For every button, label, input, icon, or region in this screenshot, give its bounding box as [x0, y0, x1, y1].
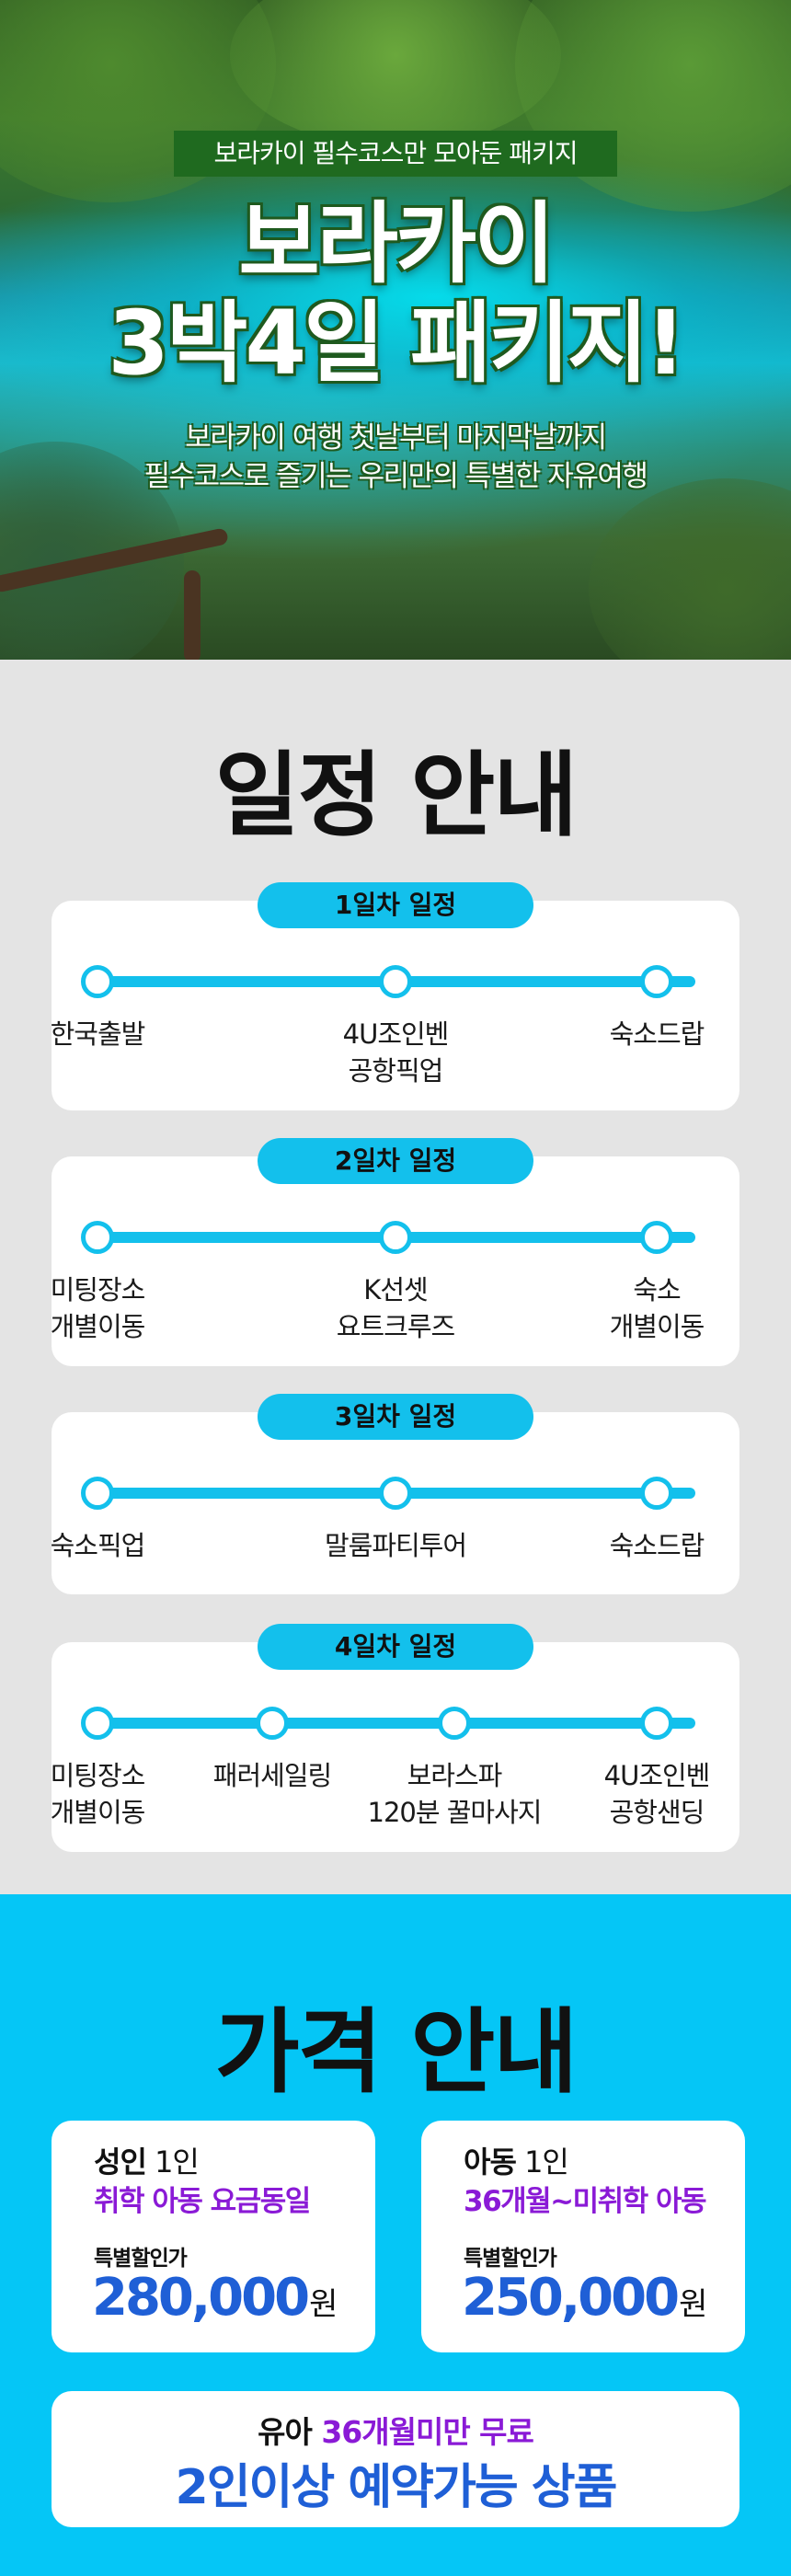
- day-card: 2일차 일정 미팅장소 개별이동 K선셋 요트크루즈 숙소 개별이동: [51, 1138, 739, 1366]
- ticket-count: 1인: [524, 2145, 569, 2179]
- foliage-decoration: [515, 0, 791, 212]
- stop-label: 말룸파티투어: [324, 1530, 467, 1561]
- infant-free-note: 36개월미만 무료: [321, 2414, 534, 2450]
- day-label: 1일차 일정: [258, 882, 533, 928]
- stop-label: 미팅장소 개별이동: [50, 1274, 146, 1342]
- price-section: 가격 안내 성인 1인 취학 아동 요금동일 특별할인가 280,000원 아동…: [0, 1894, 791, 2576]
- price-card-heading: 성인 1인: [94, 2139, 200, 2181]
- timeline-stop: [81, 1477, 114, 1510]
- price-value: 280,000: [92, 2268, 310, 2328]
- stop-label: 숙소드랍: [609, 1018, 705, 1050]
- day-card: 1일차 일정 한국출발 4U조인벤 공항픽업 숙소드랍: [51, 882, 739, 1110]
- stop-label: 숙소픽업: [50, 1530, 146, 1561]
- price-title: 가격 안내: [214, 1998, 579, 2106]
- timeline-stop: [640, 1707, 673, 1740]
- timeline-stop: [640, 965, 673, 998]
- timeline-stop: [438, 1707, 471, 1740]
- ticket-condition: 취학 아동 요금동일: [94, 2185, 311, 2218]
- day-card: 4일차 일정 미팅장소 개별이동 패러세일링 보라스파 120분 꿀마사지 4U…: [51, 1624, 739, 1852]
- day-label: 3일차 일정: [258, 1394, 533, 1440]
- discount-label: 특별할인가: [94, 2247, 188, 2271]
- adult-price-card: 성인 1인 취학 아동 요금동일 특별할인가 280,000원: [52, 2121, 375, 2352]
- price-amount: 280,000원: [92, 2268, 338, 2328]
- ticket-type: 아동: [464, 2145, 517, 2179]
- stop-label: 보라스파 120분 꿀마사지: [367, 1760, 543, 1828]
- timeline-stop: [81, 1221, 114, 1254]
- price-card-heading: 아동 1인: [464, 2139, 569, 2181]
- stop-label: K선셋 요트크루즈: [336, 1274, 455, 1342]
- timeline-stop: [640, 1477, 673, 1510]
- discount-label: 특별할인가: [464, 2247, 557, 2271]
- foliage-decoration: [589, 478, 791, 660]
- price-amount: 250,000원: [462, 2268, 707, 2328]
- hero-subtitle-line2: 필수코스로 즐기는 우리만의 특별한 자유여행: [143, 460, 648, 493]
- day-card: 3일차 일정 숙소픽업 말룸파티투어 숙소드랍: [51, 1394, 739, 1594]
- timeline-stop: [379, 1477, 412, 1510]
- infant-info-card: 유아 36개월미만 무료 2인이상 예약가능 상품: [52, 2391, 739, 2527]
- hero-subtitle-line1: 보라카이 여행 첫날부터 마지막날까지: [185, 421, 607, 454]
- timeline-stop: [81, 965, 114, 998]
- wooden-rail-decoration: [184, 570, 201, 660]
- hero-tag: 보라카이 필수코스만 모아둔 패키지: [174, 131, 617, 177]
- infant-info: 유아 36개월미만 무료: [52, 2408, 739, 2452]
- timeline-stop: [81, 1707, 114, 1740]
- price-value: 250,000: [462, 2268, 680, 2328]
- stop-label: 숙소 개별이동: [609, 1274, 705, 1342]
- infant-label: 유아: [258, 2414, 313, 2450]
- stop-label: 한국출발: [50, 1018, 146, 1050]
- stop-label: 4U조인벤 공항픽업: [342, 1018, 450, 1087]
- timeline-stop: [640, 1221, 673, 1254]
- child-price-card: 아동 1인 36개월~미취학 아동 특별할인가 250,000원: [421, 2121, 745, 2352]
- schedule-title: 일정 안내: [214, 742, 579, 849]
- timeline-stop: [379, 1221, 412, 1254]
- foliage-decoration: [230, 0, 561, 147]
- price-unit: 원: [679, 2286, 708, 2323]
- timeline-stop: [379, 965, 412, 998]
- timeline-bar: [96, 1718, 695, 1729]
- booking-condition: 2인이상 예약가능 상품: [175, 2460, 618, 2515]
- ticket-type: 성인: [94, 2145, 147, 2179]
- hero-banner: 보라카이 필수코스만 모아둔 패키지 보라카이 3박4일 패키지! 보라카이 여…: [0, 0, 791, 660]
- price-unit: 원: [309, 2286, 338, 2323]
- stop-label: 미팅장소 개별이동: [50, 1760, 146, 1828]
- stop-label: 4U조인벤 공항샌딩: [603, 1760, 711, 1828]
- day-label: 4일차 일정: [258, 1624, 533, 1670]
- ticket-condition: 36개월~미취학 아동: [464, 2185, 707, 2218]
- hero-title-line1: 보라카이: [238, 192, 555, 295]
- ticket-count: 1인: [155, 2145, 200, 2179]
- stop-label: 숙소드랍: [609, 1530, 705, 1561]
- hero-title-line2: 3박4일 패키지!: [108, 292, 685, 395]
- schedule-section: 일정 안내 1일차 일정 한국출발 4U조인벤 공항픽업 숙소드랍 2일차 일정…: [0, 660, 791, 1894]
- stop-label: 패러세일링: [212, 1760, 332, 1791]
- day-label: 2일차 일정: [258, 1138, 533, 1184]
- timeline-stop: [256, 1707, 289, 1740]
